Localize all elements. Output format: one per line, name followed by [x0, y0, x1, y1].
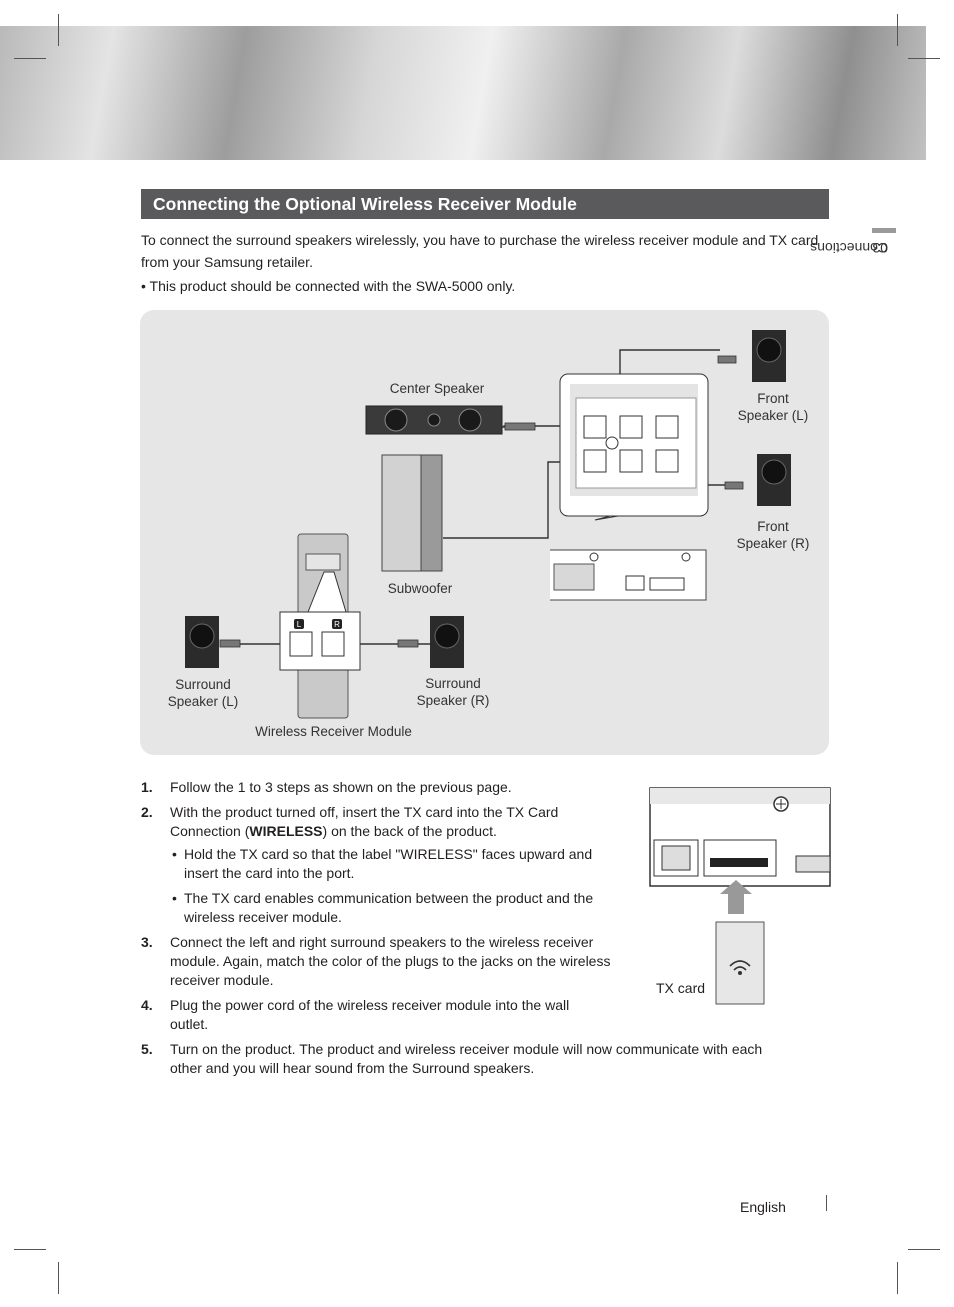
- wireless-port-name: WIRELESS: [249, 823, 323, 839]
- step-text: Plug the power cord of the wireless rece…: [170, 997, 570, 1032]
- surround-right-label-line2: Speaker (R): [416, 693, 490, 708]
- step-5: 5. Turn on the product. The product and …: [141, 1040, 762, 1078]
- step-number: 5.: [141, 1041, 153, 1057]
- tx-card-figure: [649, 787, 831, 1005]
- crop-mark: [14, 58, 46, 59]
- step-text: Turn on the product. The product and wir…: [170, 1041, 763, 1076]
- crop-mark: [58, 14, 59, 46]
- surround-left-label-line1: Surround: [175, 677, 231, 692]
- front-right-label-line2: Speaker (R): [736, 536, 810, 551]
- front-left-label-line2: Speaker (L): [737, 408, 809, 423]
- front-left-label-line1: Front: [757, 391, 789, 406]
- step-text-part: With the product turned off, insert the …: [170, 804, 559, 839]
- wireless-module-label: Wireless Receiver Module: [255, 724, 412, 739]
- surround-left-speaker-icon: [185, 616, 219, 668]
- step-1: 1. Follow the 1 to 3 steps as shown on t…: [141, 778, 761, 797]
- subwoofer-icon: [381, 454, 443, 572]
- step-3: 3. Connect the left and right surround s…: [141, 933, 761, 990]
- connection-diagram: [140, 310, 829, 755]
- tx-card-label: TX card: [656, 980, 706, 996]
- surround-right-label-line1: Surround: [425, 676, 481, 691]
- front-left-speaker-icon: [752, 330, 786, 382]
- section-title: Connecting the Optional Wireless Receive…: [141, 189, 829, 219]
- crop-mark: [897, 14, 898, 46]
- step-text: With the product turned off, insert the …: [170, 803, 620, 841]
- surround-left-label: Surround Speaker (L): [162, 676, 244, 710]
- footer-language: English: [740, 1199, 786, 1215]
- step-bullet: The TX card enables communication betwee…: [170, 889, 624, 927]
- crop-mark: [908, 1249, 940, 1250]
- connection-diagram-illustration: L R: [185, 330, 791, 719]
- step-number: 2.: [141, 804, 153, 820]
- step-text: Follow the 1 to 3 steps as shown on the …: [170, 779, 512, 795]
- center-speaker-icon: [365, 405, 503, 435]
- step-number: 4.: [141, 997, 153, 1013]
- crop-mark: [908, 58, 940, 59]
- surround-right-label: Surround Speaker (R): [412, 675, 494, 709]
- header-banner: [0, 26, 926, 160]
- main-unit-back: [550, 549, 707, 601]
- speaker-terminal-zoom: [559, 373, 709, 521]
- crop-mark: [897, 1262, 898, 1294]
- surround-left-label-line2: Speaker (L): [167, 694, 239, 709]
- front-left-label: Front Speaker (L): [728, 390, 818, 424]
- footer-divider: [826, 1195, 827, 1211]
- step-text: Connect the left and right surround spea…: [170, 934, 611, 988]
- side-tab-label: Connections: [810, 240, 888, 256]
- step-text-part: ) on the back of the product.: [322, 823, 497, 839]
- step-number: 3.: [141, 934, 153, 950]
- subwoofer-label: Subwoofer: [387, 581, 453, 596]
- side-tab-marker: [872, 228, 896, 233]
- front-right-label-line1: Front: [757, 519, 789, 534]
- jack-l-label: L: [297, 620, 302, 629]
- step-2-bullets: Hold the TX card so that the label "WIRE…: [170, 845, 761, 927]
- subwoofer-wire: [443, 461, 580, 539]
- surround-right-speaker-icon: [430, 616, 464, 668]
- intro-bullet: • This product should be connected with …: [141, 278, 516, 294]
- crop-mark: [14, 1249, 46, 1250]
- jack-r-label: R: [334, 620, 340, 629]
- front-right-label: Front Speaker (R): [728, 518, 818, 552]
- center-speaker-label: Center Speaker: [389, 381, 485, 396]
- step-number: 1.: [141, 779, 153, 795]
- intro-text: To connect the surround speakers wireles…: [141, 232, 819, 270]
- side-tab: 03 Connections: [810, 240, 896, 400]
- instruction-steps: 1. Follow the 1 to 3 steps as shown on t…: [141, 778, 762, 1084]
- wireless-receiver-module-icon: L R: [279, 533, 361, 719]
- front-right-speaker-icon: [757, 454, 791, 506]
- step-2: 2. With the product turned off, insert t…: [141, 803, 761, 927]
- step-bullet: Hold the TX card so that the label "WIRE…: [170, 845, 624, 883]
- step-4: 4. Plug the power cord of the wireless r…: [141, 996, 761, 1034]
- crop-mark: [58, 1262, 59, 1294]
